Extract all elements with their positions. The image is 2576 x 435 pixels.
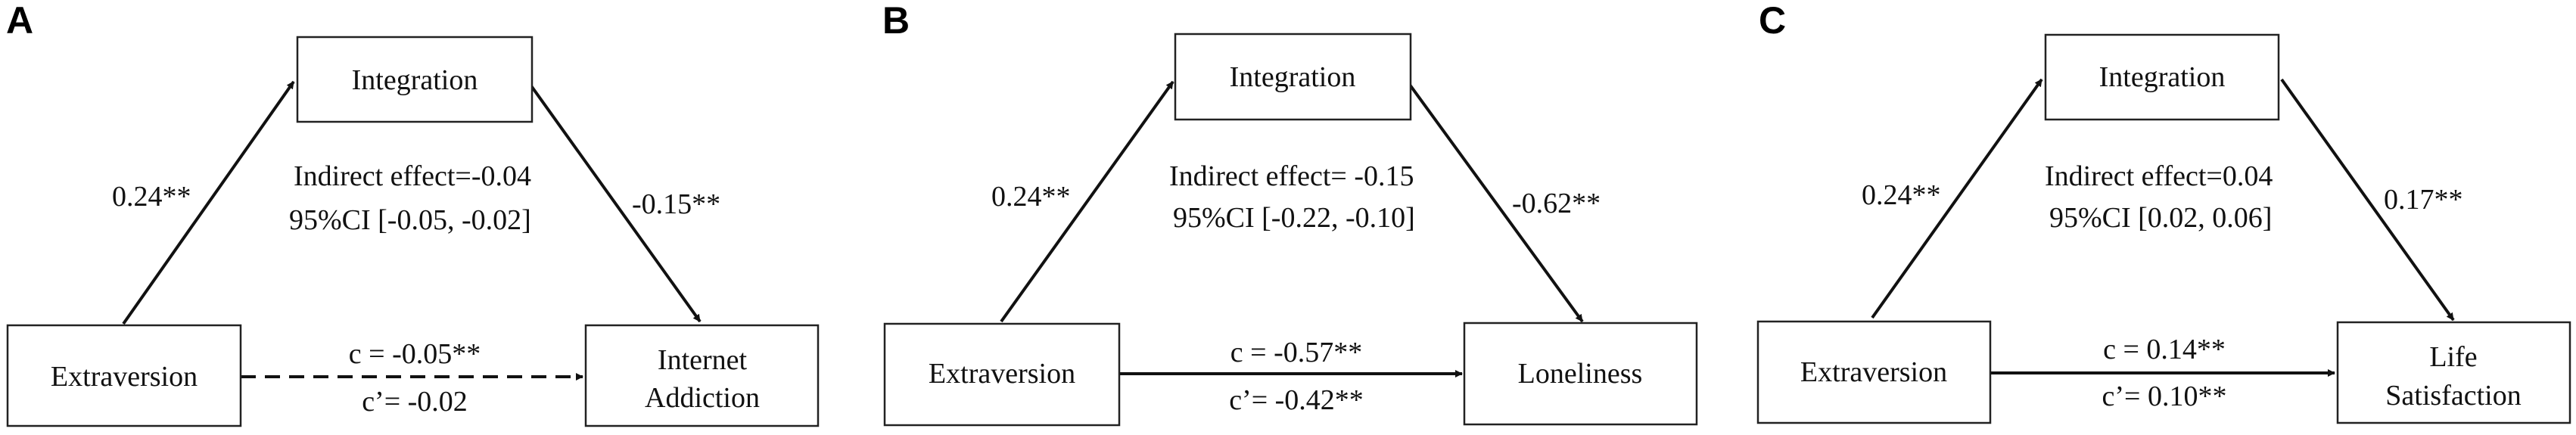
indirect-effect-text: Indirect effect= -0.15 bbox=[1169, 160, 1414, 192]
predictor-label: Extraversion bbox=[1800, 356, 1947, 388]
mediator-box bbox=[2044, 33, 2280, 121]
panel-label: C bbox=[1759, 0, 1786, 42]
path-b-coefficient: 0.17** bbox=[2384, 184, 2463, 216]
total-effect-label: c = 0.14** bbox=[2103, 334, 2226, 365]
path-b-arrow bbox=[2280, 78, 2455, 322]
path-b-coefficient: -0.62** bbox=[1512, 188, 1601, 219]
mediation-diagram-c: C Integration Extraversion Life Satisfac… bbox=[1756, 0, 2576, 435]
outcome-box bbox=[2336, 321, 2571, 424]
predictor-label: Extraversion bbox=[929, 358, 1075, 390]
mediation-diagram-a: A Integration Extraversion Internet Addi… bbox=[0, 0, 878, 435]
confidence-interval-text: 95%CI [-0.05, -0.02] bbox=[289, 204, 531, 236]
outcome-box bbox=[584, 324, 820, 427]
panel-label: B bbox=[882, 0, 910, 42]
path-b-coefficient: -0.15** bbox=[632, 188, 720, 220]
indirect-effect-text: Indirect effect=-0.04 bbox=[294, 160, 531, 192]
path-a-arrow bbox=[1871, 78, 2043, 319]
predictor-box bbox=[883, 322, 1121, 427]
path-a-coefficient: 0.24** bbox=[112, 181, 191, 213]
path-a-arrow bbox=[1000, 80, 1174, 323]
confidence-interval-text: 95%CI [0.02, 0.06] bbox=[2049, 202, 2272, 234]
total-effect-label: c = -0.57** bbox=[1230, 337, 1362, 368]
direct-effect-label: c’= 0.10** bbox=[2102, 381, 2227, 412]
direct-effect-label: c’= -0.02 bbox=[362, 386, 468, 418]
path-a-arrow bbox=[122, 80, 295, 325]
path-b-arrow bbox=[1406, 80, 1584, 323]
mediator-label: Integration bbox=[1230, 61, 1356, 93]
diagram-canvas-a: A Integration Extraversion Internet Addi… bbox=[6, 0, 820, 427]
outcome-label-line2: Satisfaction bbox=[2385, 380, 2521, 412]
predictor-label: Extraversion bbox=[51, 361, 198, 393]
diagram-canvas-c: C Integration Extraversion Life Satisfac… bbox=[1756, 0, 2571, 424]
confidence-interval-text: 95%CI [-0.22, -0.10] bbox=[1173, 202, 1415, 234]
outcome-label-line1: Internet bbox=[658, 344, 748, 376]
total-effect-label: c = -0.05** bbox=[349, 338, 481, 370]
path-a-coefficient: 0.24** bbox=[991, 181, 1071, 213]
mediation-diagram-b: B Integration Extraversion Loneliness 0.… bbox=[878, 0, 1756, 435]
outcome-label-line1: Life bbox=[2429, 341, 2477, 373]
direct-effect-label: c’= -0.42** bbox=[1229, 384, 1364, 416]
indirect-effect-text: Indirect effect=0.04 bbox=[2045, 160, 2273, 192]
outcome-box bbox=[1463, 322, 1698, 426]
path-a-coefficient: 0.24** bbox=[1862, 179, 1941, 211]
outcome-label-line2: Addiction bbox=[645, 382, 760, 414]
diagram-canvas-b: B Integration Extraversion Loneliness 0.… bbox=[882, 0, 1698, 427]
predictor-box bbox=[6, 324, 242, 427]
path-b-arrow bbox=[527, 80, 702, 323]
mediator-box bbox=[1174, 33, 1412, 121]
mediator-box bbox=[296, 36, 534, 123]
mediator-label: Integration bbox=[2099, 61, 2226, 93]
panel-label: A bbox=[6, 0, 33, 42]
mediator-label: Integration bbox=[352, 64, 478, 96]
predictor-box bbox=[1756, 320, 1992, 424]
outcome-label-line1: Loneliness bbox=[1518, 358, 1643, 390]
